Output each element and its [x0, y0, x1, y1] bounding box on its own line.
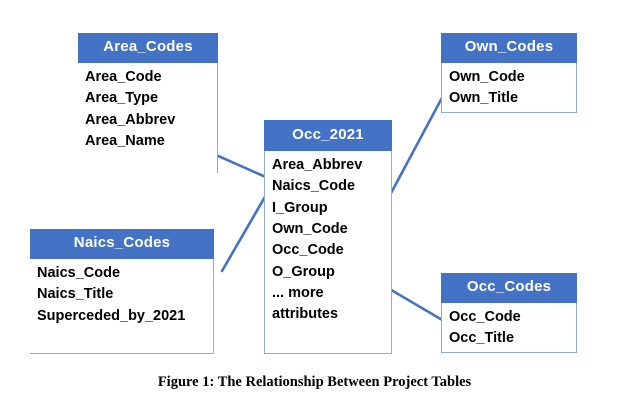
field-naics-code: Naics_Code — [37, 265, 121, 281]
table-body-naics-codes: Naics_Code Naics_Title Superceded_by_202… — [30, 259, 214, 354]
table-header-own-codes: Own_Codes — [441, 33, 577, 63]
field-occ2021-more: ... more — [272, 284, 324, 301]
field-occ2021-occ-code: Occ_Code — [272, 242, 344, 259]
table-header-occ-2021: Occ_2021 — [264, 120, 392, 151]
field-occ2021-attributes: attributes — [272, 306, 339, 323]
figure-caption: Figure 1: The Relationship Between Proje… — [157, 374, 472, 390]
field-occ2021-o-group: O_Group — [272, 263, 335, 280]
field-occ2021-i-group: I_Group — [272, 199, 328, 216]
connector-naics-code — [220, 193, 268, 273]
table-header-occ-codes: Occ_Codes — [441, 273, 577, 303]
field-occ2021-own-code: Own_Code — [272, 220, 348, 237]
field-area-code: Area_Code — [85, 69, 162, 85]
field-naics-title: Naics_Title — [37, 286, 114, 303]
field-own-title: Own_Title — [449, 90, 519, 107]
field-occ2021-area-abbrev: Area_Abbrev — [272, 157, 363, 173]
field-area-type: Area_Type — [85, 90, 159, 107]
table-body-occ-codes: Occ_Code Occ_Title — [441, 303, 577, 353]
field-superceded-by-2021: Superceded_by_2021 — [37, 307, 186, 324]
entity-table-own-codes[interactable]: Own_Codes Own_Code Own_Title — [441, 33, 577, 113]
table-header-area-codes: Area_Codes — [78, 33, 218, 63]
entity-table-occ-2021[interactable]: Occ_2021 Area_Abbrev Naics_Code I_Group … — [264, 120, 392, 354]
field-area-abbrev: Area_Abbrev — [85, 111, 176, 128]
table-body-own-codes: Own_Code Own_Title — [441, 63, 577, 113]
field-occ2021-naics-code: Naics_Code — [272, 178, 356, 195]
table-body-area-codes: Area_Code Area_Type Area_Abbrev Area_Nam… — [78, 63, 218, 173]
table-body-occ-2021: Area_Abbrev Naics_Code I_Group Own_Code … — [264, 151, 392, 354]
field-occcodes-occ-code: Occ_Code — [449, 309, 521, 325]
entity-table-occ-codes[interactable]: Occ_Codes Occ_Code Occ_Title — [441, 273, 577, 353]
field-own-code: Own_Code — [449, 69, 525, 85]
entity-table-area-codes[interactable]: Area_Codes Area_Code Area_Type Area_Abbr… — [78, 33, 218, 173]
field-area-name: Area_Name — [85, 132, 165, 149]
field-occcodes-occ-title: Occ_Title — [449, 330, 515, 347]
table-header-naics-codes: Naics_Codes — [30, 229, 214, 259]
entity-table-naics-codes[interactable]: Naics_Codes Naics_Code Naics_Title Super… — [30, 229, 214, 354]
